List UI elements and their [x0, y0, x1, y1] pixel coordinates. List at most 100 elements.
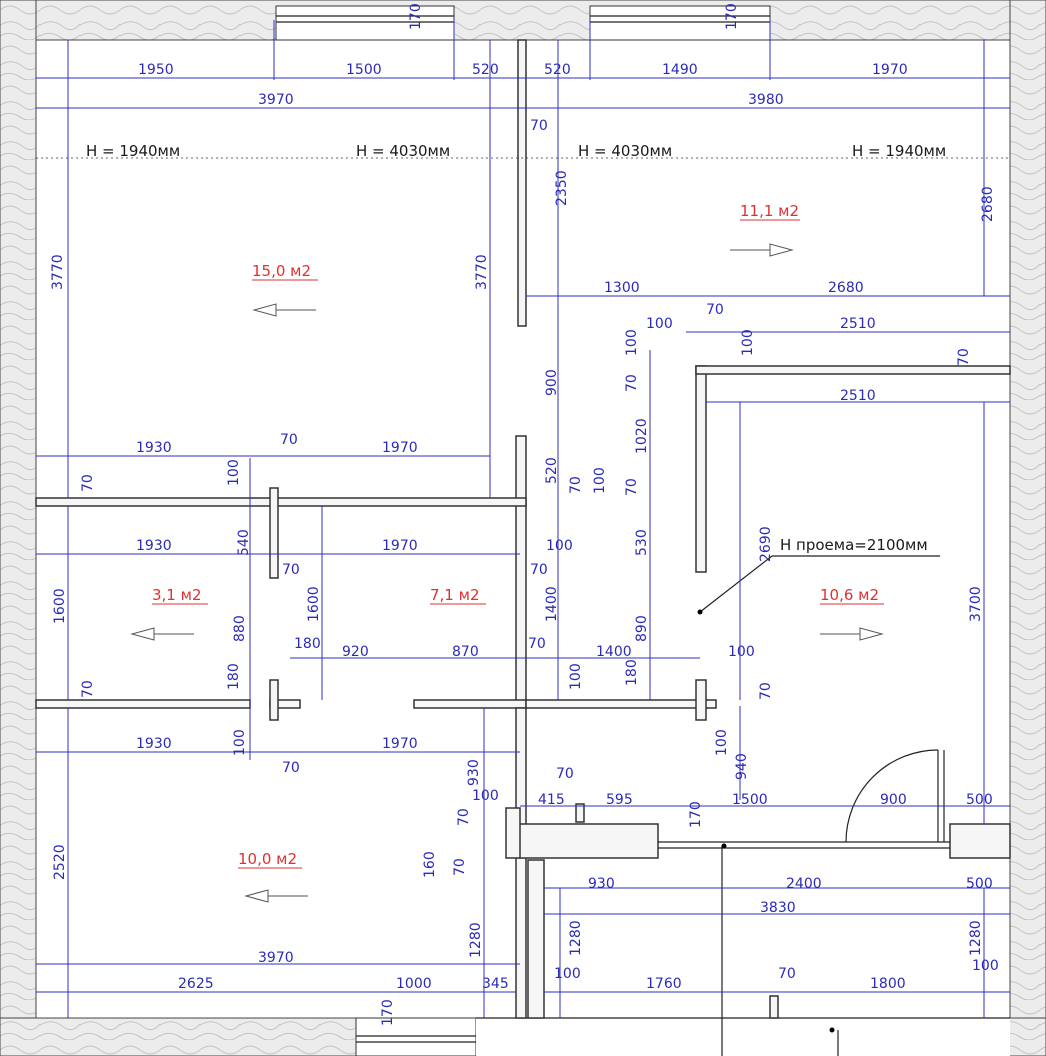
dimension-label: 70: [282, 562, 300, 578]
dimension-label: 70: [456, 808, 472, 826]
dimension-label: 1280: [968, 920, 984, 956]
dimension-label: 70: [778, 966, 796, 982]
dimension-label: 170: [380, 999, 396, 1026]
dimension-label: 170: [688, 801, 704, 828]
dimension-label: 1930: [136, 440, 172, 456]
dimension-label: 520: [544, 457, 560, 484]
dimension-label: 1280: [568, 920, 584, 956]
dimension-label: 100: [740, 329, 756, 356]
dimension-label: 1970: [872, 62, 908, 78]
dimension-label: 870: [452, 644, 479, 660]
dimension-label: 1600: [52, 588, 68, 624]
area-labels: 15,0 м2 11,1 м2 3,1 м2 7,1 м2 10,6 м2 10…: [152, 202, 884, 869]
dimension-label: 70: [80, 474, 96, 492]
dimension-label: 1930: [136, 736, 172, 752]
dimension-label: 1000: [396, 976, 432, 992]
dimension-label: 3970: [258, 950, 294, 966]
dimension-label: 2680: [980, 186, 996, 222]
dimension-label: 930: [588, 876, 615, 892]
dimension-label: 70: [624, 374, 640, 392]
area-label: 15,0 м2: [252, 262, 311, 280]
area-label: 7,1 м2: [430, 586, 479, 604]
dimension-label: 100: [972, 958, 999, 974]
dimension-label: 3700: [968, 586, 984, 622]
dimension-label: 900: [880, 792, 907, 808]
dimension-label: 100: [728, 644, 755, 660]
arrow-left-icon: [244, 889, 308, 903]
dimension-label: 100: [714, 729, 730, 756]
dimension-label: 1970: [382, 538, 418, 554]
dimension-label: 2625: [178, 976, 214, 992]
dimension-label: 180: [294, 636, 321, 652]
dimension-label: 500: [966, 876, 993, 892]
dimension-label: 180: [624, 659, 640, 686]
height-labels: H = 1940мм H = 4030мм H = 4030мм H = 194…: [86, 142, 946, 554]
dimension-label: 415: [538, 792, 565, 808]
dimension-label: 520: [544, 62, 571, 78]
dimension-label: 2520: [52, 844, 68, 880]
direction-arrows: [130, 243, 884, 903]
dimension-label: 2510: [840, 316, 876, 332]
area-label: 10,6 м2: [820, 586, 879, 604]
dimension-label: 890: [634, 615, 650, 642]
dimension-label: 70: [568, 476, 584, 494]
dimension-label: 100: [568, 663, 584, 690]
dimension-label: 3770: [50, 254, 66, 290]
height-label: H = 1940мм: [86, 142, 180, 160]
dimension-label: 3970: [258, 92, 294, 108]
dimension-label: 70: [624, 478, 640, 496]
inner-walls: [35, 39, 1011, 1056]
dimension-label: 70: [706, 302, 724, 318]
height-label: H = 1940мм: [852, 142, 946, 160]
dimension-label: 70: [528, 636, 546, 652]
dimension-label: 530: [634, 529, 650, 556]
dimension-label: 100: [226, 459, 242, 486]
dimension-label: 920: [342, 644, 369, 660]
dimension-label: 100: [546, 538, 573, 554]
area-label: 11,1 м2: [740, 202, 799, 220]
dimension-label: 345: [482, 976, 509, 992]
dimension-label: 500: [966, 792, 993, 808]
dimension-label: 100: [472, 788, 499, 804]
dimension-label: 1020: [634, 418, 650, 454]
arrow-left-icon: [252, 303, 316, 317]
dimension-label: 940: [734, 753, 750, 780]
dimension-label: 900: [544, 369, 560, 396]
dimension-label: 2510: [840, 388, 876, 404]
height-label: H = 4030мм: [356, 142, 450, 160]
arrow-left-icon: [130, 627, 194, 641]
arrow-right-icon: [820, 627, 884, 641]
opening-height-label: Н проема=2100мм: [780, 536, 928, 554]
dimension-label: 2350: [554, 170, 570, 206]
dimension-label: 3770: [474, 254, 490, 290]
area-label: 10,0 м2: [238, 850, 297, 868]
dimension-label: 100: [232, 729, 248, 756]
dimension-label: 70: [956, 348, 972, 366]
arrow-right-icon: [730, 243, 794, 257]
dimension-label: 1490: [662, 62, 698, 78]
dimension-label: 2690: [758, 526, 774, 562]
dimension-label: 70: [280, 432, 298, 448]
height-label: H = 4030мм: [578, 142, 672, 160]
dimension-label: 1760: [646, 976, 682, 992]
dimension-label: 180: [226, 663, 242, 690]
dimension-label: 100: [646, 316, 673, 332]
dimension-label: 1800: [870, 976, 906, 992]
dimension-label: 1950: [138, 62, 174, 78]
dimension-label: 930: [466, 759, 482, 786]
dimension-label: 1930: [136, 538, 172, 554]
dimension-label: 70: [530, 118, 548, 134]
dimension-label: 1400: [544, 586, 560, 622]
dimension-labels: 1950 1500 520 520 1490 1970 3970 3980 17…: [50, 3, 999, 1026]
dimension-label: 170: [408, 3, 424, 30]
dimension-label: 1280: [468, 922, 484, 958]
dimension-label: 1500: [346, 62, 382, 78]
dimension-label: 1400: [596, 644, 632, 660]
dimension-label: 540: [236, 529, 252, 556]
dimension-lines: [36, 20, 1010, 1018]
dimension-label: 2680: [828, 280, 864, 296]
dimension-label: 170: [724, 3, 740, 30]
dimension-label: 1970: [382, 736, 418, 752]
dimension-label: 520: [472, 62, 499, 78]
dimension-label: 70: [80, 680, 96, 698]
